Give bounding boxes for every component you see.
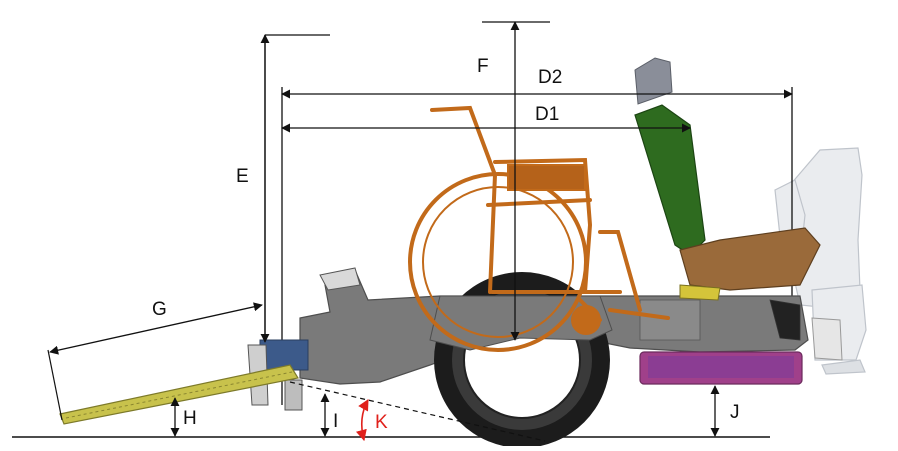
rear-seat-back [634, 104, 706, 256]
headrest [634, 57, 673, 105]
label-E: E [236, 166, 249, 187]
label-J: J [730, 402, 740, 423]
label-K: K [375, 412, 388, 433]
ramp [59, 364, 299, 425]
label-F: F [477, 56, 489, 77]
dim-G-line [49, 302, 263, 355]
label-G: G [152, 299, 167, 320]
label-D1: D1 [535, 104, 560, 125]
label-I: I [333, 411, 339, 432]
approach-angle-line [289, 381, 546, 442]
label-H: H [183, 408, 197, 429]
wheelchair [408, 105, 670, 352]
label-D2: D2 [538, 67, 563, 88]
dim-K-arc [355, 399, 369, 442]
